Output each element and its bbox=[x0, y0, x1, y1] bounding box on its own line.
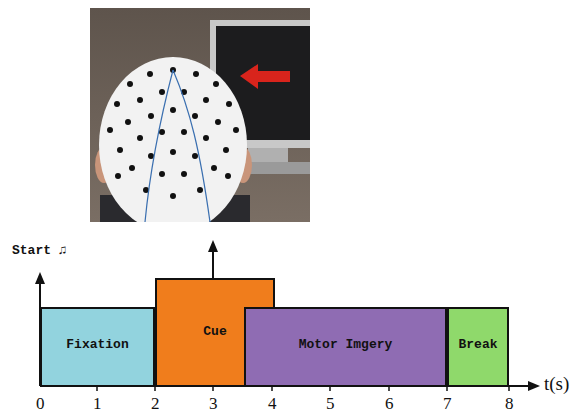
motor-imagery-phase: Motor Imgery bbox=[244, 307, 447, 387]
time-tick: 8 bbox=[505, 394, 514, 414]
time-tick: 4 bbox=[268, 394, 277, 414]
time-tick: 6 bbox=[385, 394, 394, 414]
time-tick: 7 bbox=[443, 394, 452, 414]
fixation-phase: Fixation bbox=[40, 307, 155, 387]
time-tick: 0 bbox=[36, 394, 45, 414]
start-label: Start ♫ bbox=[12, 243, 67, 258]
time-tick: 5 bbox=[326, 394, 335, 414]
phase-label: Fixation bbox=[66, 337, 128, 385]
break-phase: Break bbox=[447, 307, 509, 387]
phase-label: Cue bbox=[203, 324, 226, 385]
axis-label: t(s) bbox=[544, 373, 569, 395]
phase-label: Motor Imgery bbox=[299, 337, 393, 385]
time-tick: 2 bbox=[151, 394, 160, 414]
time-tick: 1 bbox=[93, 394, 102, 414]
phase-label: Break bbox=[458, 337, 497, 385]
axes bbox=[35, 240, 540, 391]
time-tick: 3 bbox=[209, 394, 218, 414]
photo bbox=[90, 8, 310, 222]
